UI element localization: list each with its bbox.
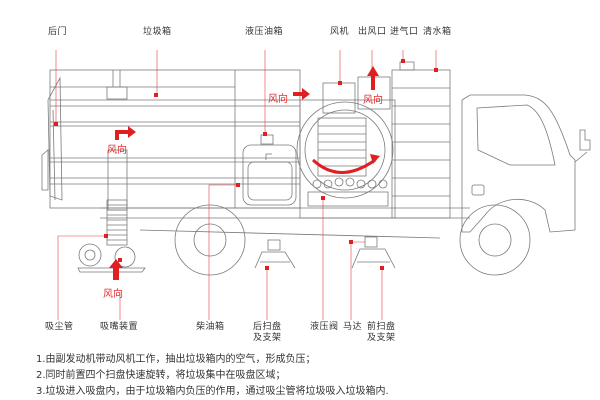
label-suction-nozzle: 吸嘴装置: [100, 322, 139, 332]
wind-arrow-box-icon: [115, 126, 136, 140]
operation-notes: 1.由副发动机带动风机工作，抽出垃圾箱内的空气，形成负压； 2.同时前置四个扫盘…: [36, 352, 389, 400]
label-rear-door: 后门: [48, 27, 68, 37]
leader-lines: [55, 50, 437, 320]
label-hydraulic-valve: 液压阀: [310, 322, 339, 332]
suction-pipe: [106, 199, 128, 246]
note-1: 1.由副发动机带动风机工作，抽出垃圾箱内的空气，形成负压；: [36, 354, 316, 365]
label-hydraulic-tank: 液压油箱: [245, 27, 284, 37]
label-motor: 马达: [343, 322, 363, 332]
label-fan: 风机: [330, 27, 350, 37]
wind-arrow-nozzle-icon: [109, 259, 123, 280]
hydraulic-valves: [307, 177, 389, 207]
label-rear-brush-line1: 后扫盘: [253, 322, 282, 332]
wind-label-outlet: 风向: [363, 95, 383, 106]
label-front-brush: 前扫盘 及支架: [367, 322, 396, 344]
label-front-brush-line1: 前扫盘: [367, 322, 396, 332]
front-brush: [351, 236, 396, 269]
label-rear-brush: 后扫盘 及支架: [253, 322, 282, 344]
front-wheel: [459, 204, 531, 276]
wind-label-box: 风向: [107, 145, 127, 156]
label-diesel-tank: 柴油箱: [196, 322, 225, 332]
clean-water-tank: [391, 61, 451, 219]
label-garbage-box: 垃圾箱: [143, 27, 172, 37]
note-2: 2.同时前置四个扫盘快速旋转，将垃圾集中在吸盘区域；: [36, 370, 286, 381]
chassis-frame: [100, 207, 470, 239]
wind-arrows: [109, 66, 379, 280]
wind-label-nozzle: 风向: [103, 289, 123, 300]
leader-dots: [54, 59, 438, 270]
wind-label-fan: 风向: [268, 94, 288, 105]
rear-brush: [254, 239, 296, 269]
rear-wheel: [174, 204, 246, 276]
hydraulic-oil-tank: [242, 134, 297, 206]
label-front-brush-line2: 及支架: [367, 333, 396, 343]
label-suction-pipe: 吸尘管: [45, 322, 74, 332]
fan-rotation-arrow-icon: [311, 158, 376, 174]
fan-housing: [296, 76, 396, 219]
rear-door: [41, 76, 63, 201]
label-water-tank: 清水箱: [423, 27, 452, 37]
label-rear-brush-line2: 及支架: [253, 333, 282, 343]
note-3: 3.垃圾进入吸盘内，由于垃圾箱内负压的作用，通过吸尘管将垃圾吸入垃圾箱内.: [36, 386, 389, 397]
label-air-inlet: 进气口: [390, 27, 419, 37]
wind-arrow-fan-inlet-icon: [293, 88, 310, 100]
label-air-outlet: 出风口: [358, 27, 387, 37]
wind-arrow-outlet-icon: [367, 66, 379, 90]
truck-cab: [461, 94, 591, 233]
garbage-box-body: [49, 69, 301, 211]
